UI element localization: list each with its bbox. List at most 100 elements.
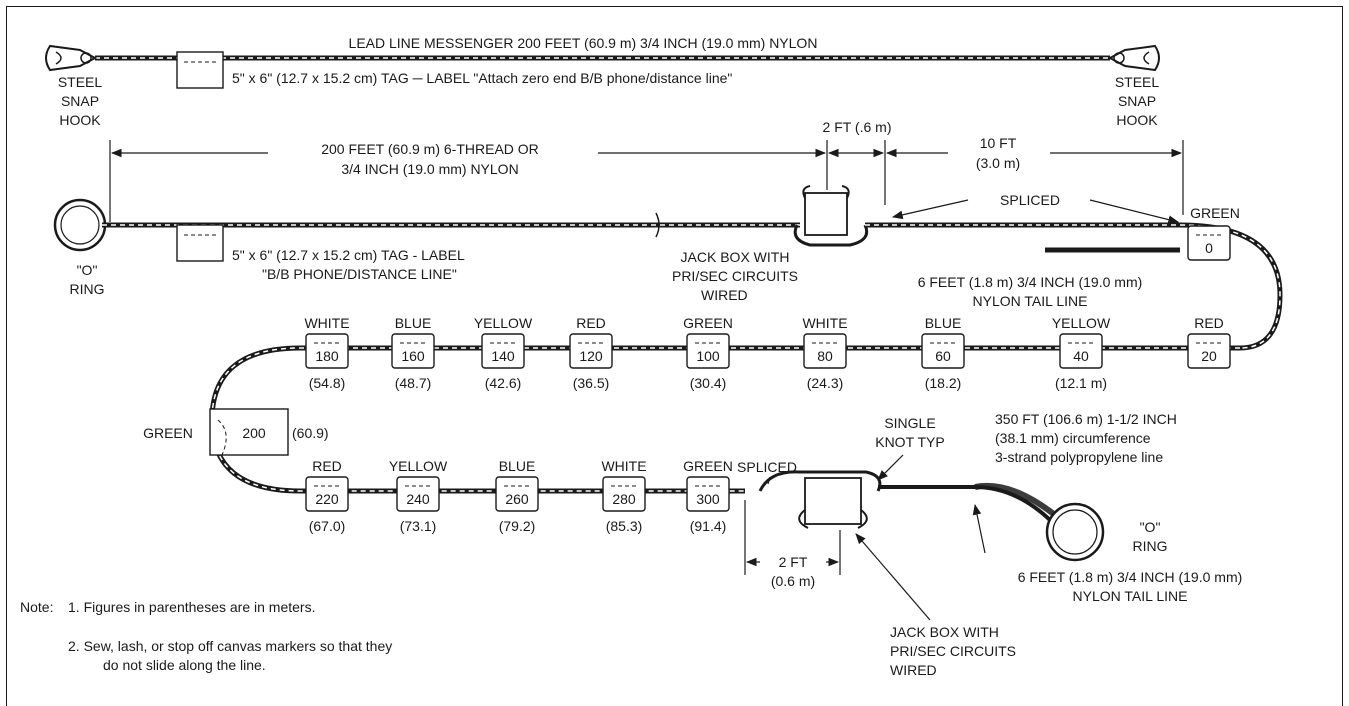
marker-meters: (12.1 m)	[1055, 375, 1107, 391]
steel-snap-hook-right	[1107, 44, 1160, 72]
marker-color-label: BLUE	[395, 315, 432, 331]
marker-meters: (42.6)	[485, 375, 522, 391]
marker-value: 280	[612, 491, 636, 507]
lower-tail-arrow	[972, 503, 986, 554]
marker-value: 60	[935, 348, 951, 364]
lead-line-tag	[176, 51, 224, 89]
marker-color-label: GREEN	[683, 458, 733, 474]
bottom-gap-label-2: (0.6 m)	[771, 573, 815, 589]
marker-value: 80	[817, 348, 833, 364]
top-gap-label: 2 FT (.6 m)	[823, 119, 892, 135]
marker-color-label: RED	[1194, 315, 1224, 331]
marker-value: 100	[696, 348, 720, 364]
marker-meters: (24.3)	[807, 375, 844, 391]
o-ring-left	[53, 198, 107, 252]
marker-tag-140: YELLOW 140 (42.6)	[474, 315, 533, 391]
marker-tag-80: WHITE 80 (24.3)	[802, 315, 847, 391]
marker-color-label: GREEN	[683, 315, 733, 331]
note-1: 1. Figures in parentheses are in meters.	[68, 599, 315, 615]
lead-line-title: LEAD LINE MESSENGER 200 FEET (60.9 m) 3/…	[349, 35, 818, 51]
marker-color-label: RED	[312, 458, 342, 474]
lead-line-tag-label: 5" x 6" (12.7 x 15.2 cm) TAG ─ LABEL "At…	[232, 70, 732, 86]
marker-color-label: RED	[576, 315, 606, 331]
marker-meters: (54.8)	[309, 375, 346, 391]
marker-value: 120	[579, 348, 603, 364]
dimension-lines-lower	[744, 500, 931, 621]
marker-color-label: WHITE	[802, 315, 847, 331]
marker-tag-0: 0	[1187, 225, 1231, 261]
lower-tail-label-1: 6 FEET (1.8 m) 3/4 INCH (19.0 mm)	[1018, 569, 1243, 585]
steel-snap-hook-left	[45, 44, 98, 72]
marker-meters: (85.3)	[606, 518, 643, 534]
marker-color-label: WHITE	[601, 458, 646, 474]
marker-value: 140	[491, 348, 515, 364]
lower-spliced-arrow	[767, 476, 771, 485]
poly-line-label-2: (38.1 mm) circumference	[995, 430, 1151, 446]
jack-box-upper	[793, 185, 869, 247]
marker-tag-180: WHITE 180 (54.8)	[304, 315, 349, 391]
o-ring-right-label-2: RING	[1133, 538, 1168, 554]
hook-left-label-1: STEEL	[58, 74, 103, 90]
lower-tail-label-2: NYLON TAIL LINE	[1073, 588, 1188, 604]
marker-200-meters: (60.9)	[292, 425, 329, 441]
marker-color-label: BLUE	[499, 458, 536, 474]
upper-tag-label-1: 5" x 6" (12.7 x 15.2 cm) TAG - LABEL	[232, 247, 465, 263]
o-ring-right-label-1: "O"	[1140, 519, 1161, 535]
marker-value: 180	[315, 348, 339, 364]
marker-color-label: YELLOW	[1052, 315, 1111, 331]
main-length-label-2: 3/4 INCH (19.0 mm) NYLON	[341, 161, 518, 177]
poly-line-label-1: 350 FT (106.6 m) 1-1/2 INCH	[995, 411, 1177, 427]
marker-color-label: YELLOW	[474, 315, 533, 331]
marker-meters: (73.1)	[400, 518, 437, 534]
marker-color-label: YELLOW	[389, 458, 448, 474]
knot-label-2: KNOT TYP	[875, 434, 945, 450]
upper-jack-box-label-1: JACK BOX WITH	[681, 249, 790, 265]
marker-200-value: 200	[242, 425, 266, 441]
marker-value: 260	[505, 491, 529, 507]
marker-meters: (91.4)	[690, 518, 727, 534]
lower-spliced-label: SPLICED	[737, 459, 797, 475]
marker-value: 220	[315, 491, 339, 507]
marker-color-label: WHITE	[304, 315, 349, 331]
knot-label-1: SINGLE	[884, 415, 935, 431]
poly-line-label-3: 3-strand polypropylene line	[995, 449, 1163, 465]
hook-left-label-3: HOOK	[59, 112, 101, 128]
note-prefix: Note:	[20, 599, 53, 615]
row2-markers: RED220(67.0)YELLOW240(73.1)BLUE260(79.2)…	[305, 458, 733, 534]
upper-tail-label-2: NYLON TAIL LINE	[973, 293, 1088, 309]
marker-tag-60: BLUE 60 (18.2)	[921, 315, 965, 391]
hook-right-label-1: STEEL	[1115, 74, 1160, 90]
marker-value: 160	[401, 348, 425, 364]
upper-jack-box-label-2: PRI/SEC CIRCUITS	[672, 268, 798, 284]
marker-value: 240	[406, 491, 430, 507]
marker-0-value: 0	[1205, 240, 1213, 256]
upper-spliced-label: SPLICED	[1000, 192, 1060, 208]
marker-0-color: GREEN	[1190, 205, 1240, 221]
note-2: 2. Sew, lash, or stop off canvas markers…	[68, 638, 392, 654]
lower-jack-box-label-3: WIRED	[890, 662, 937, 678]
marker-tag-200: 200	[209, 408, 289, 456]
dimension-lines-upper	[109, 140, 1184, 222]
o-ring-right	[1045, 502, 1105, 562]
marker-meters: (48.7)	[395, 375, 432, 391]
bottom-gap-label-1: 2 FT	[779, 554, 808, 570]
marker-meters: (18.2)	[925, 375, 962, 391]
marker-tag-300: GREEN 300 (91.4)	[683, 458, 733, 534]
hook-left-label-2: SNAP	[61, 93, 99, 109]
row1-markers: WHITE 180 (54.8) BLUE 160 (48.7) YELLOW 140 (42.…	[304, 315, 1231, 391]
upper-tag-label-2: "B/B PHONE/DISTANCE LINE"	[262, 266, 457, 282]
hook-right-label-3: HOOK	[1116, 112, 1158, 128]
marker-200-color: GREEN	[143, 425, 193, 441]
marker-tag-220: RED 220 (67.0)	[305, 458, 349, 534]
main-length-label-1: 200 FEET (60.9 m) 6-THREAD OR	[321, 141, 539, 157]
o-ring-left-label-1: "O"	[77, 262, 98, 278]
marker-color-label: BLUE	[925, 315, 962, 331]
upper-jack-box-label-3: WIRED	[701, 287, 748, 303]
marker-meters: (67.0)	[309, 518, 346, 534]
marker-value: 300	[696, 491, 720, 507]
